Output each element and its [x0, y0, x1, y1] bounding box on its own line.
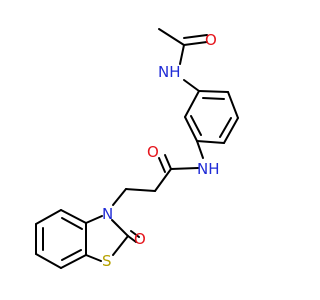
bond-nh-co [170, 167, 199, 170]
atom-o-ring: O [134, 230, 146, 248]
bond-ch3-co [158, 28, 185, 46]
benzo-bond-5 [60, 254, 87, 269]
benzo-bond-5-inner [61, 249, 82, 261]
phenyl-bond-3-inner [219, 117, 232, 138]
phenyl-bond-6 [184, 90, 200, 118]
molecule-diagram: O NH NH O N O S [35, 28, 239, 270]
atom-o-acetyl: O [205, 31, 217, 49]
bond-n-c2 [111, 219, 129, 237]
atom-s-ring: S [102, 252, 112, 270]
bond-ch2-ch2 [125, 188, 156, 192]
phenyl-bond-1-inner [202, 97, 225, 100]
bond-nh-ring [183, 79, 200, 92]
phenyl-bond-4 [196, 140, 225, 144]
benzo-bond-1 [60, 209, 87, 224]
bond-c2-o-1 [127, 235, 137, 243]
atom-nh-acetamido: NH [158, 63, 181, 81]
bond-ring-nh [196, 140, 204, 159]
bond-ch2-n [112, 188, 127, 206]
atom-nh-amide: NH [197, 160, 220, 178]
phenyl-bond-1 [198, 90, 229, 93]
bond-co-ch2 [154, 168, 172, 192]
bond-co-o-amide-1 [164, 154, 172, 170]
phenyl-bond-5 [184, 116, 198, 142]
bond-c3a-n [85, 215, 103, 224]
bond-s-c7a [85, 254, 102, 262]
phenyl-bond-5-inner [190, 115, 202, 136]
structure-svg: O NH NH O N O S [35, 28, 239, 270]
bond-co-nh [179, 44, 185, 65]
bond-co-o-amide-2 [158, 157, 166, 173]
benzo-bond-4 [35, 253, 62, 269]
atom-n-ring: N [102, 205, 113, 223]
atom-o-amide: O [147, 143, 159, 161]
bond-co-o-1 [183, 41, 208, 46]
phenyl-bond-3 [223, 117, 239, 144]
benzo-bond-1-inner [61, 217, 83, 230]
bond-c2-o-2 [130, 230, 140, 238]
phenyl-bond-2 [227, 91, 239, 119]
bond-c2-s [112, 235, 129, 256]
bond-co-o-2 [183, 34, 208, 39]
benzo-bond-2 [35, 209, 62, 225]
